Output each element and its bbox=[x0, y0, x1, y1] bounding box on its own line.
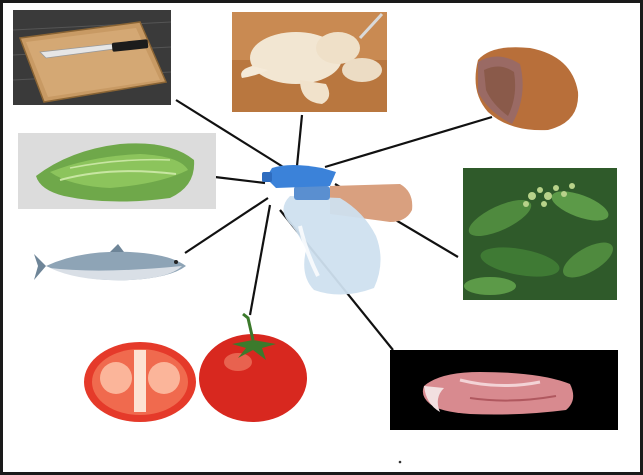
line-to-chicken bbox=[297, 115, 302, 166]
cutting-board-image bbox=[13, 10, 171, 105]
salmon-image bbox=[34, 244, 186, 280]
line-to-tomatoes bbox=[250, 205, 270, 315]
stray-dot bbox=[399, 461, 402, 464]
tomatoes-image bbox=[84, 314, 307, 422]
lettuce-image bbox=[18, 133, 216, 209]
herb-plant-image bbox=[463, 168, 618, 300]
raw-steak-image bbox=[390, 350, 618, 430]
raw-chicken-image bbox=[232, 12, 387, 112]
line-to-ham bbox=[325, 117, 492, 167]
line-to-lettuce bbox=[215, 177, 265, 183]
